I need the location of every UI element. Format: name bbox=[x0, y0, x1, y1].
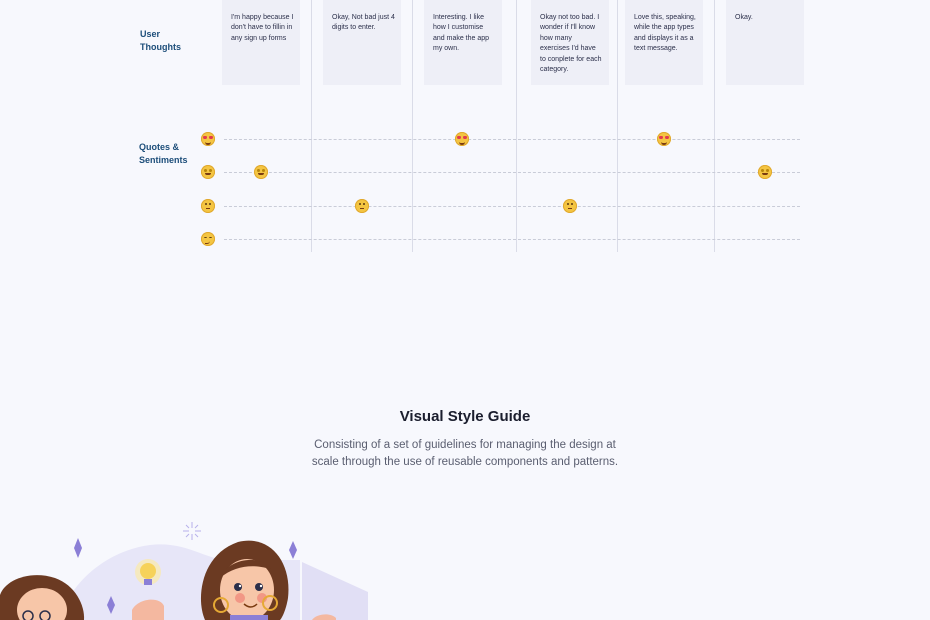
section-title: Visual Style Guide bbox=[399, 408, 531, 425]
thought-card: I'm happy because I don't have to fillin… bbox=[222, 0, 300, 85]
column-divider bbox=[412, 0, 413, 252]
thought-card: Okay, Not bad just 4 digits to enter. bbox=[323, 0, 401, 85]
love-eyes-emoji bbox=[657, 132, 671, 146]
column-divider bbox=[516, 0, 517, 252]
column-divider bbox=[714, 0, 715, 252]
character-right bbox=[200, 540, 289, 620]
love-eyes-emoji bbox=[455, 132, 469, 146]
illustration-panel bbox=[302, 562, 368, 620]
row-label-quotes-sentiments: Quotes & Sentiments bbox=[139, 142, 188, 165]
sentiment-line-star bbox=[224, 172, 800, 173]
burst-icon bbox=[183, 522, 201, 540]
sparkle-icon bbox=[74, 538, 82, 558]
illustration-characters bbox=[0, 522, 368, 620]
column-divider bbox=[617, 0, 618, 252]
sentiment-line-think bbox=[224, 206, 800, 207]
sentiment-line-smirk bbox=[224, 239, 800, 240]
star-struck-emoji bbox=[201, 165, 215, 179]
hand bbox=[312, 614, 336, 620]
love-eyes-emoji bbox=[201, 132, 215, 146]
thinking-emoji bbox=[201, 199, 215, 213]
star-struck-emoji bbox=[254, 165, 268, 179]
sparkle-icon bbox=[289, 541, 297, 559]
thought-card: Okay not too bad. I wonder if I'll know … bbox=[531, 0, 609, 85]
thinking-emoji bbox=[563, 199, 577, 213]
smirk-emoji bbox=[201, 232, 215, 246]
row-label-user-thoughts: User Thoughts bbox=[140, 29, 181, 52]
thought-card: Love this, speaking, while the app types… bbox=[625, 0, 703, 85]
lightbulb-icon bbox=[135, 559, 161, 585]
character-left bbox=[0, 575, 85, 620]
column-divider bbox=[311, 0, 312, 252]
sparkle-icon bbox=[107, 596, 115, 614]
sentiment-line-love bbox=[224, 139, 800, 140]
section-description: Consisting of a set of guidelines for ma… bbox=[311, 439, 619, 468]
thought-card: Interesting. I like how I customise and … bbox=[424, 0, 502, 85]
thought-card: Okay. bbox=[726, 0, 804, 85]
thinking-emoji bbox=[355, 199, 369, 213]
star-struck-emoji bbox=[758, 165, 772, 179]
hand bbox=[132, 599, 164, 620]
